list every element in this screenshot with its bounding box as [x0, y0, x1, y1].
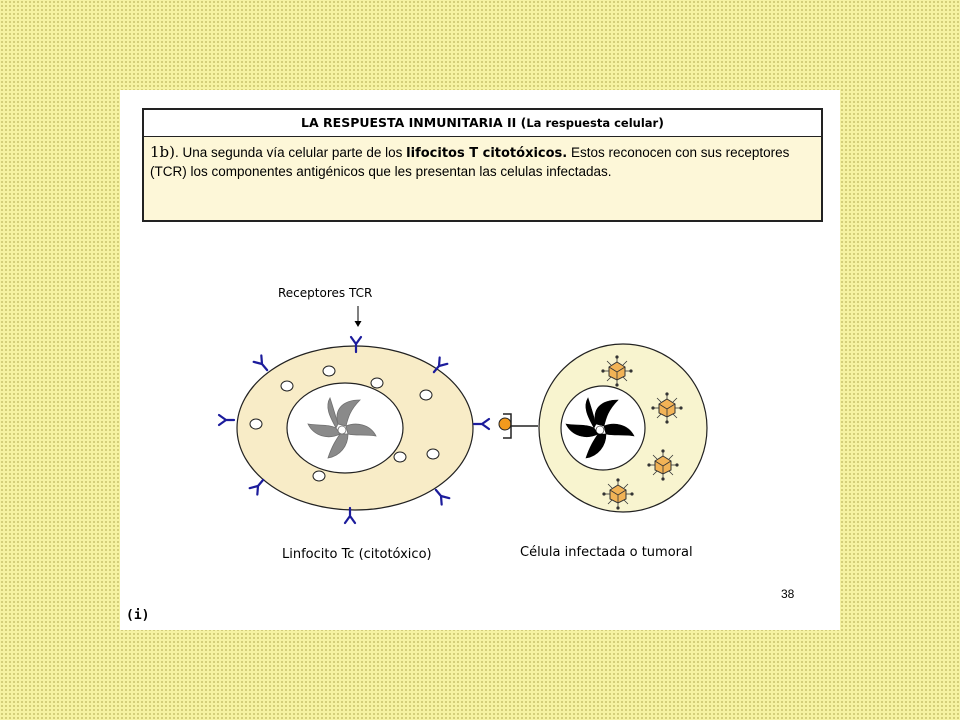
lymphocyte-label: Linfocito Tc (citotóxico) [282, 547, 432, 562]
receptors-label: Receptores TCR [278, 286, 373, 300]
lymphocyte-granules [249, 365, 440, 482]
antigen [498, 417, 512, 431]
header-text-before: . Una segunda vía celular parte de los [175, 145, 407, 160]
header-title-end: ) [658, 115, 664, 130]
header-title-main: LA RESPUESTA INMUNITARIA II ( [301, 115, 527, 130]
header-text-after: Estos reconocen con sus receptores (TCR)… [150, 145, 790, 179]
lymphocyte-chromatin [307, 397, 377, 459]
infected-chromatin [565, 397, 635, 459]
info-mark[interactable]: (i) [126, 608, 150, 623]
slide: LA RESPUESTA INMUNITARIA II (La respuest… [120, 90, 840, 630]
page-number: 38 [781, 587, 795, 601]
infected-cell-label: Célula infectada o tumoral [520, 545, 693, 560]
immune-diagram [217, 306, 708, 525]
header-tag: 1b) [150, 143, 175, 161]
label-arrow-head [354, 321, 362, 327]
header-text-strong: lifocitos T citotóxicos. [406, 146, 568, 161]
header-title: LA RESPUESTA INMUNITARIA II (La respuest… [144, 110, 821, 137]
header-title-sub: La respuesta celular [526, 116, 659, 130]
header-body: 1b). Una segunda vía celular parte de lo… [144, 137, 821, 181]
header-box: LA RESPUESTA INMUNITARIA II (La respuest… [142, 108, 823, 222]
